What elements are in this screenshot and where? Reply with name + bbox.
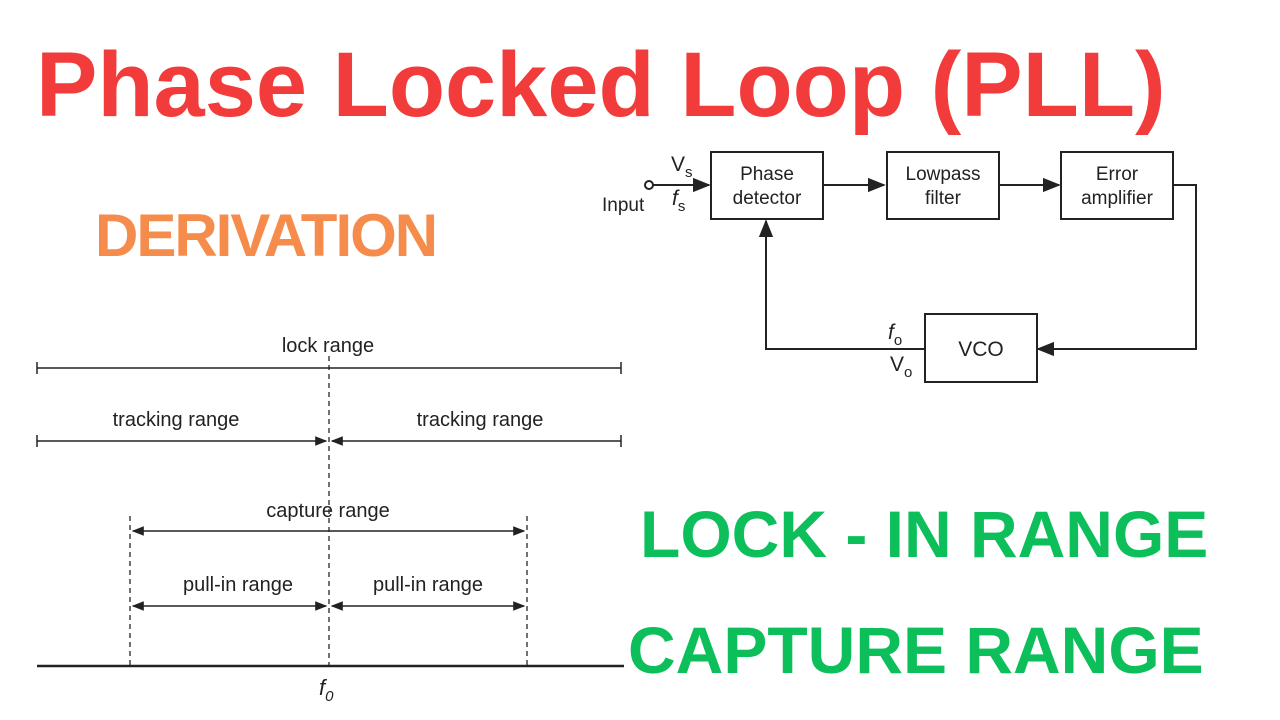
headline-lock-in-range: LOCK - IN RANGE (640, 497, 1209, 571)
capture-range-label: capture range (266, 500, 389, 522)
output-v: Vo (890, 353, 912, 381)
headline-capture-range: CAPTURE RANGE (628, 613, 1204, 687)
phase-detector-line2: detector (733, 188, 802, 209)
vco-label: VCO (958, 338, 1004, 361)
pull-in-range-right-label: pull-in range (373, 574, 483, 596)
lowpass-filter-line1: Lowpass (906, 164, 981, 185)
subtitle-derivation: DERIVATION (95, 202, 438, 269)
output-f: fo (888, 321, 902, 349)
lock-range-label: lock range (282, 335, 374, 357)
amplifier-to-vco-wire (1036, 184, 1197, 357)
vco-to-detector-wire (758, 219, 925, 350)
lowpass-filter-line2: filter (925, 188, 962, 209)
input-signal-v: Vs (671, 153, 693, 181)
pull-in-range-left-label: pull-in range (183, 574, 293, 596)
phase-detector-block (710, 151, 824, 220)
tracking-range-right-label: tracking range (417, 409, 544, 431)
center-frequency-label: f0 (319, 675, 334, 705)
input-signal-f: fs (672, 187, 685, 215)
tracking-range-left-label: tracking range (113, 409, 240, 431)
error-amplifier-line1: Error (1096, 164, 1139, 185)
phase-detector-line1: Phase (740, 164, 794, 185)
error-amplifier-block (1060, 151, 1174, 220)
input-label: Input (602, 195, 645, 216)
page-title: Phase Locked Loop (PLL) (36, 34, 1166, 136)
error-amplifier-line2: amplifier (1081, 188, 1153, 209)
